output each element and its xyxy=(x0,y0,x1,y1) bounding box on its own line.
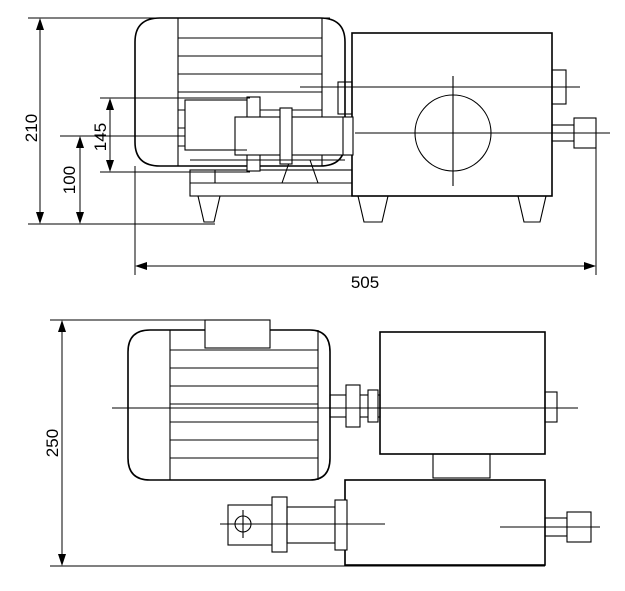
dim-label-505: 505 xyxy=(351,273,379,292)
top-outlet-fitting xyxy=(500,511,600,543)
top-motor-fins xyxy=(170,349,318,459)
top-lower-module xyxy=(344,479,546,566)
side-view: 210 100 145 505 xyxy=(22,17,610,292)
dim-label-210: 210 xyxy=(22,114,41,142)
top-view: 250 xyxy=(43,319,600,567)
dim-foot-to-axis: 100 xyxy=(60,136,84,224)
top-coupling xyxy=(112,384,578,428)
dim-overall-width: 250 xyxy=(43,319,545,567)
top-terminal-box xyxy=(204,319,271,349)
side-coupling-assembly xyxy=(60,96,354,172)
side-inlet-port xyxy=(414,76,492,186)
side-outlet-fitting xyxy=(551,117,610,149)
dim-overall-height: 210 xyxy=(22,17,330,225)
dim-label-250: 250 xyxy=(43,429,62,457)
side-base-frame xyxy=(189,159,547,223)
side-pump-housing xyxy=(337,32,567,197)
dim-flange-height: 145 xyxy=(91,97,250,173)
dim-label-100: 100 xyxy=(60,166,79,194)
top-pump-housing xyxy=(379,331,558,479)
dim-label-145: 145 xyxy=(91,123,110,151)
top-motor xyxy=(127,319,331,481)
top-valve-body xyxy=(220,496,385,553)
dim-overall-length: 505 xyxy=(134,148,597,292)
